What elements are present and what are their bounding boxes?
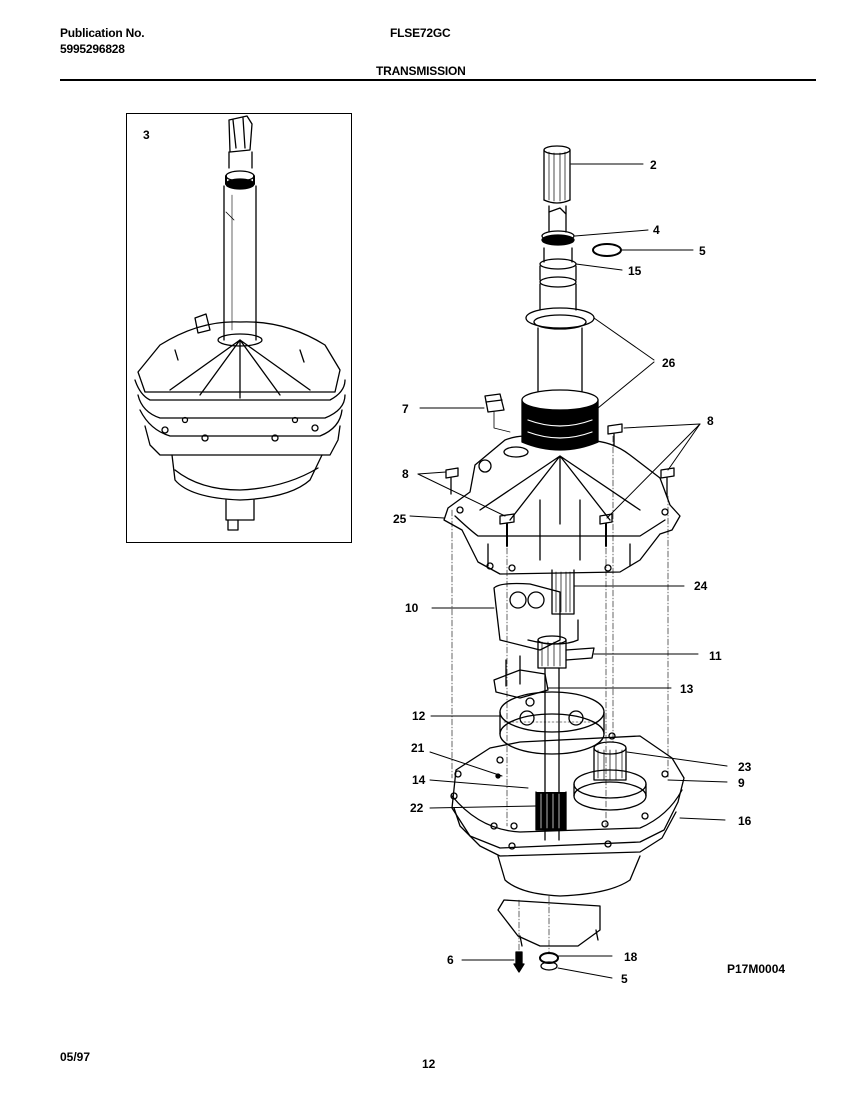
callout-6: 6 xyxy=(447,953,454,967)
gear-23 xyxy=(573,741,647,811)
callout-26: 26 xyxy=(662,356,676,370)
seal-26-lower xyxy=(521,399,599,451)
callout-22: 22 xyxy=(410,801,424,815)
inset-assembly-drawing xyxy=(134,115,346,531)
screw-6 xyxy=(515,951,523,965)
callout-15: 15 xyxy=(628,264,642,278)
callout-8-left: 8 xyxy=(402,467,409,481)
lower-housing xyxy=(497,899,601,947)
header-rule xyxy=(60,79,816,81)
housing-cover-25 xyxy=(443,435,681,575)
callout-11: 11 xyxy=(709,649,722,663)
washer-4-edge xyxy=(541,234,575,246)
callout-18: 18 xyxy=(624,950,638,964)
spacer-15 xyxy=(539,258,577,270)
inset-frame xyxy=(126,113,352,543)
nut-7 xyxy=(484,393,505,413)
diagram-code: P17M0004 xyxy=(727,962,786,976)
callout-24: 24 xyxy=(694,579,708,593)
callout-4: 4 xyxy=(653,223,660,237)
revision-date: 05/97 xyxy=(60,1050,91,1064)
pinion-22 xyxy=(535,791,567,831)
callout-7: 7 xyxy=(402,402,409,416)
callout-23: 23 xyxy=(738,760,752,774)
callout-14: 14 xyxy=(412,773,426,787)
callout-12: 12 xyxy=(412,709,426,723)
callout-10: 10 xyxy=(405,601,419,615)
callout-5-bottom: 5 xyxy=(621,972,628,986)
screws-8 xyxy=(445,423,675,547)
gear-12 xyxy=(499,691,605,755)
leader-lines xyxy=(409,163,728,979)
callout-8-right: 8 xyxy=(707,414,714,428)
o-ring-5b xyxy=(540,961,558,971)
gearcase-16 xyxy=(450,732,685,857)
bracket-13 xyxy=(493,669,549,699)
callout-16: 16 xyxy=(738,814,752,828)
spline-shaft xyxy=(543,145,571,233)
alignment-lines xyxy=(451,435,669,955)
callout-25: 25 xyxy=(393,512,407,526)
callout-5: 5 xyxy=(699,244,706,258)
callout-21: 21 xyxy=(411,741,425,755)
publication-number: 5995296828 xyxy=(60,42,125,56)
callout-2: 2 xyxy=(650,158,657,172)
inset-label: 3 xyxy=(143,128,150,142)
o-ring-5 xyxy=(592,243,622,257)
page-number: 12 xyxy=(422,1057,436,1071)
publication-label: Publication No. xyxy=(60,26,145,40)
callout-13: 13 xyxy=(680,682,694,696)
callout-9: 9 xyxy=(738,776,745,790)
section-title: TRANSMISSION xyxy=(376,64,466,78)
model-number: FLSE72GC xyxy=(390,26,451,40)
